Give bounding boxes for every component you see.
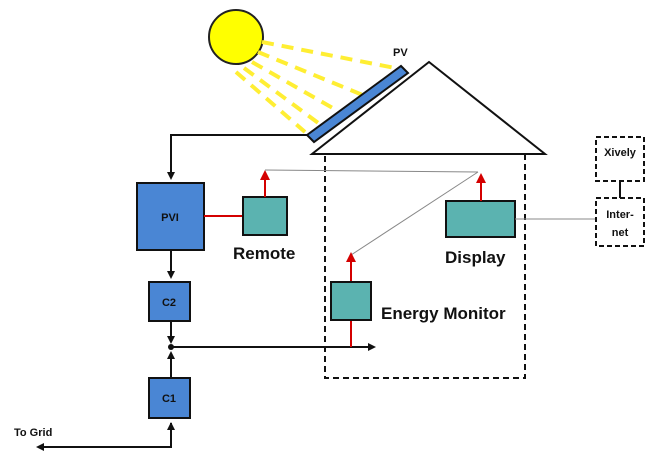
sun-icon: [208, 9, 264, 65]
pv-to-pvi-wire: [167, 134, 307, 180]
energy-monitor-label: Energy Monitor: [381, 304, 506, 323]
internet-label-line1: Inter-: [606, 209, 634, 221]
display-device: [445, 200, 516, 238]
c1-meter: [148, 377, 191, 419]
c2-meter: [148, 281, 191, 322]
internet-node: [595, 197, 645, 247]
remote-device: [242, 196, 288, 236]
wireless-links: [264, 169, 479, 256]
to-grid-label: To Grid: [14, 427, 52, 439]
xively-cloud: [595, 136, 645, 182]
internet-label-line2: net: [612, 227, 629, 239]
pv-label: PV: [393, 47, 408, 59]
pvi-label: PVI: [161, 212, 179, 224]
pv-panel: [305, 64, 410, 144]
display-label: Display: [445, 248, 506, 267]
c1-label: C1: [162, 393, 176, 405]
remote-label: Remote: [233, 244, 295, 263]
energy-monitor-device: [330, 281, 372, 321]
xively-label: Xively: [604, 147, 637, 159]
c2-label: C2: [162, 297, 176, 309]
sun-rays: [234, 40, 396, 134]
c1-to-grid-wire: [36, 423, 172, 451]
house-boundary: [324, 153, 526, 379]
